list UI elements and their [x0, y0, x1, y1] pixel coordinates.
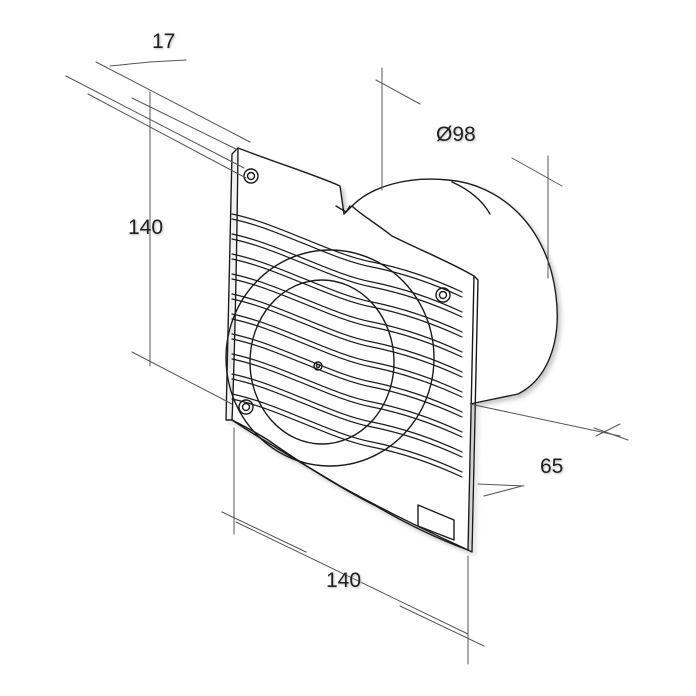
- fan-recess: [225, 249, 435, 467]
- width-label: 140: [326, 569, 362, 592]
- frame-thickness-label: 17: [152, 30, 176, 53]
- front-plate: [225, 147, 479, 553]
- screw-holes: [238, 168, 451, 415]
- duct-diameter-label: Ø98: [436, 123, 476, 146]
- indicator-window: [417, 504, 455, 541]
- depth-label: 65: [540, 455, 564, 478]
- louvres: [231, 213, 463, 478]
- dimension-lines: [65, 59, 629, 665]
- height-label: 140: [128, 216, 164, 239]
